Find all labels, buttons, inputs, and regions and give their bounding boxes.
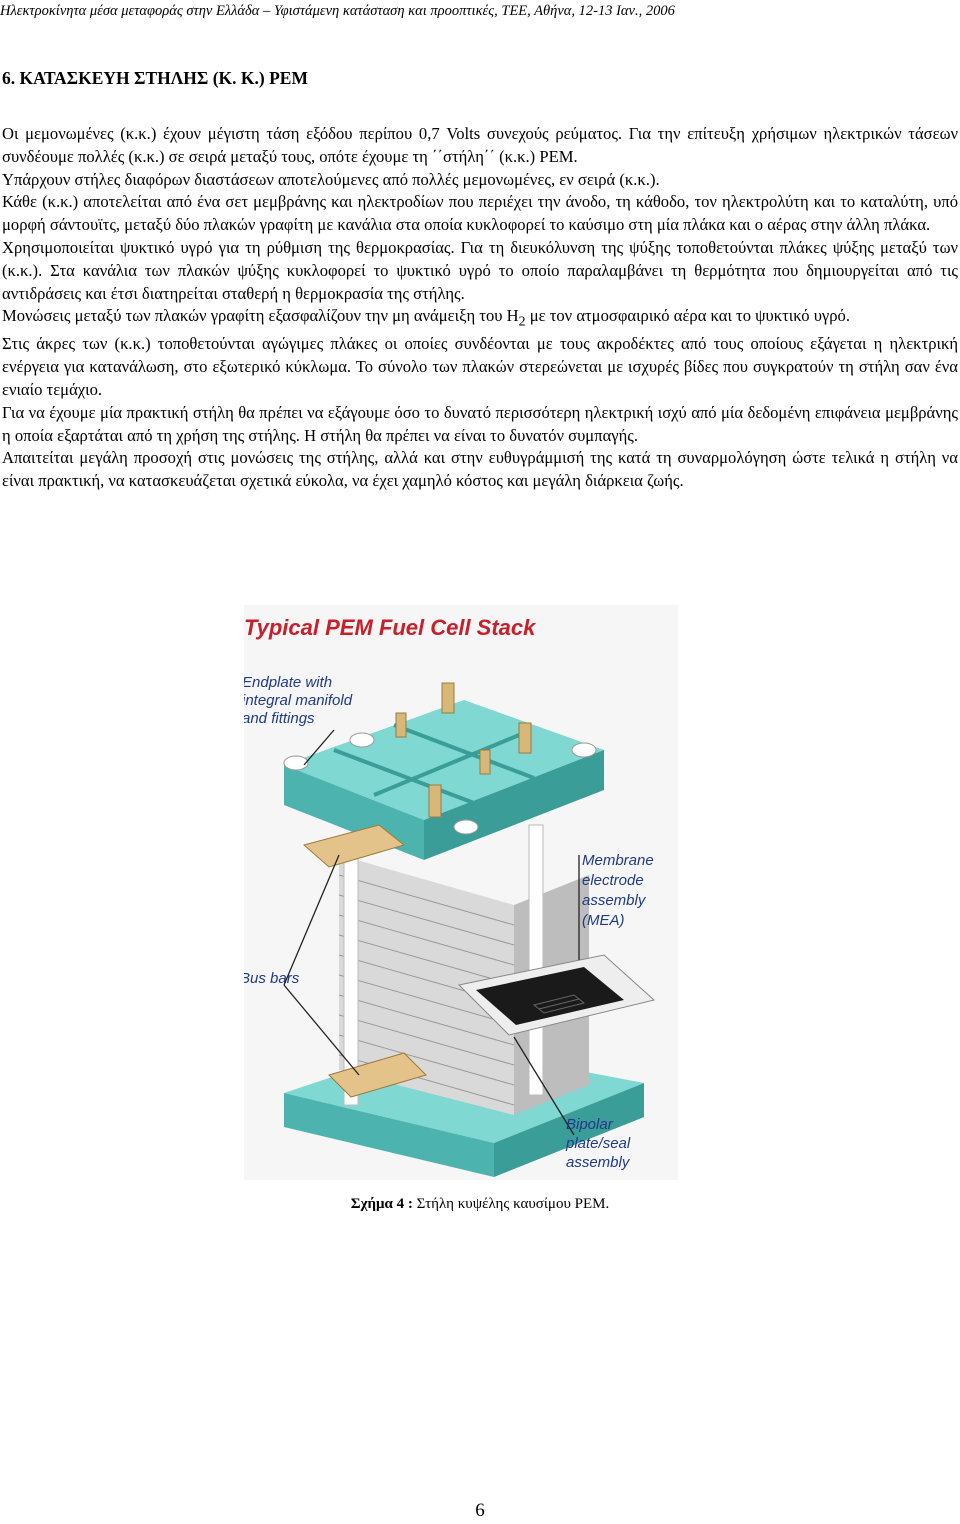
paragraph-3: Κάθε (κ.κ.) αποτελείται από ένα σετ μεμβ… (2, 192, 958, 235)
label-bipolar-2: plate/seal (565, 1135, 631, 1152)
fuel-cell-stack-illustration: Typical PEM Fuel Cell Stack (244, 605, 678, 1180)
paragraph-7: Για να έχουμε μία πρακτική στήλη θα πρέπ… (2, 402, 958, 445)
label-mea-2: electrode (582, 872, 644, 889)
tie-rod-right (528, 824, 544, 1096)
bus-bar-bottom (328, 1052, 427, 1098)
h2-subscript: 2 (518, 313, 526, 329)
label-endplate-2: integral manifold (244, 692, 353, 709)
label-bipolar-3: assembly (566, 1154, 631, 1171)
label-endplate-1: Endplate with (244, 674, 332, 691)
paragraph-2: Υπάρχουν στήλες διαφόρων διαστάσεων αποτ… (2, 169, 660, 189)
label-mea-4: (MEA) (582, 912, 625, 929)
label-endplate-3: and fittings (244, 710, 315, 727)
mea-active-area (476, 967, 624, 1025)
paragraph-5-before: Μονώσεις μεταξύ των πλακών γραφίτη εξασφ… (2, 306, 519, 326)
paragraph-8: Απαιτείται μεγάλη προσοχή στις μονώσεις … (2, 448, 958, 491)
manifold-ribs (333, 723, 535, 805)
caption-prefix: Σχήμα 4 : (350, 1196, 413, 1212)
paragraph-5: Μονώσεις μεταξύ των πλακών γραφίτη εξασφ… (2, 305, 958, 333)
figure-labels: Endplate with integral manifold and fitt… (244, 674, 654, 1171)
fuel-cell-stack-figure: Typical PEM Fuel Cell Stack (244, 605, 678, 1180)
paragraph-5-after: με τον ατμοσφαιρικό αέρα και το ψυκτικό … (525, 306, 850, 326)
paragraph-6: Στις άκρες των (κ.κ.) τοποθετούνται αγώγ… (2, 334, 958, 400)
label-busbars: Bus bars (244, 970, 300, 987)
bottom-endplate-side (494, 1083, 644, 1177)
bus-bar-top (302, 824, 406, 868)
label-leaders (283, 729, 580, 1136)
label-bipolar-1: Bipolar (566, 1116, 614, 1133)
figure-title: Typical PEM Fuel Cell Stack (244, 615, 537, 640)
label-mea-3: assembly (582, 892, 647, 909)
section-title: 6. ΚΑΤΑΣΚΕΥΗ ΣΤΗΛΗΣ (Κ. Κ.) PEM (2, 68, 308, 88)
running-header: Ηλεκτροκίνητα μέσα μεταφοράς στην Ελλάδα… (0, 3, 675, 19)
stack-plate-lines (338, 874, 515, 1106)
body-text: Οι μεμονωμένες (κ.κ.) έχουν μέγιστη τάση… (2, 123, 958, 493)
caption-text: Στήλη κυψέλης καυσίμου PEM. (412, 1196, 610, 1212)
paragraph-1: Οι μεμονωμένες (κ.κ.) έχουν μέγιστη τάση… (2, 124, 958, 166)
mea-flow-channels (532, 994, 586, 1014)
label-mea-1: Membrane (582, 852, 654, 869)
page-number: 6 (475, 1500, 485, 1521)
bolt-heads (283, 732, 597, 835)
paragraph-4: Χρησιμοποιείται ψυκτικό υγρό για τη ρύθμ… (2, 237, 958, 303)
figure-caption: Σχήμα 4 : Στήλη κυψέλης καυσίμου PEM. (0, 1196, 960, 1213)
brass-fittings (395, 682, 532, 818)
stack-front-face (339, 855, 514, 1115)
bottom-endplate-front (284, 1093, 494, 1177)
